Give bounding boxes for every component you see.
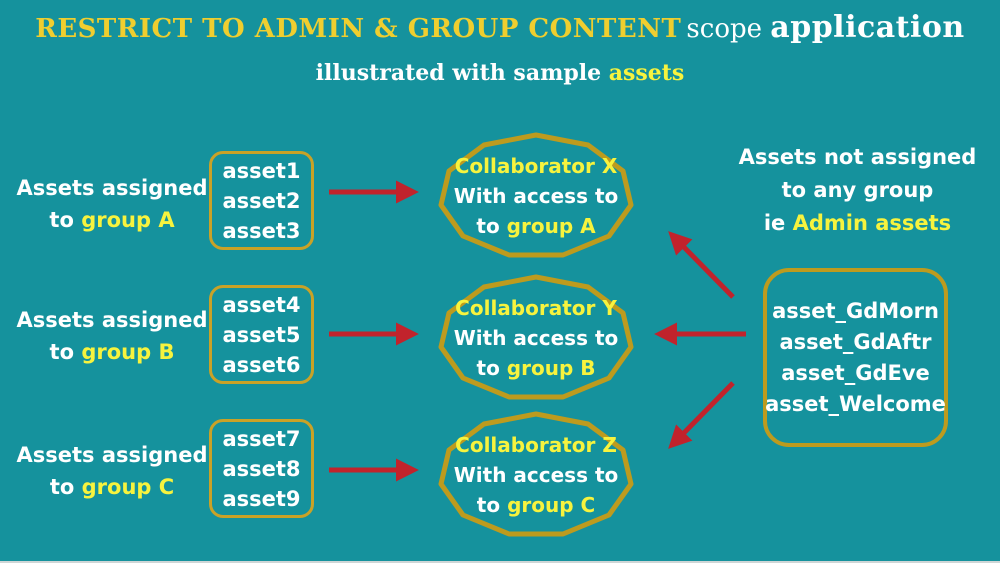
asset-box-group-b: asset4 asset5 asset6 bbox=[209, 285, 314, 384]
group-b-label-line1: Assets assigned bbox=[16, 308, 208, 332]
slide-bottom-edge bbox=[0, 561, 1000, 563]
group-a-name: group A bbox=[81, 208, 175, 232]
asset-item: asset8 bbox=[222, 456, 301, 481]
collaborator-z-title: Collaborator Z bbox=[455, 433, 617, 457]
admin-assets-highlight: Admin assets bbox=[792, 211, 952, 235]
asset-item: asset4 bbox=[222, 292, 301, 317]
asset-item: asset9 bbox=[222, 486, 301, 511]
asset-item: asset_GdEve bbox=[781, 360, 930, 385]
title-scope: scope bbox=[686, 14, 763, 44]
asset-item: asset3 bbox=[222, 218, 301, 243]
arrow-admin-to-collaborator-x bbox=[668, 231, 735, 299]
collaborator-y-text: Collaborator Y With access to to group B bbox=[435, 272, 637, 404]
group-b-name: group B bbox=[81, 340, 175, 364]
group-b-label: Assets assigned to group B bbox=[16, 308, 208, 364]
asset-box-group-a: asset1 asset2 asset3 bbox=[209, 151, 314, 250]
collaborator-y-node: Collaborator Y With access to to group B bbox=[435, 272, 637, 404]
collaborator-z-text: Collaborator Z With access to to group C bbox=[435, 409, 637, 541]
group-a-label: Assets assigned to group A bbox=[16, 176, 208, 232]
collaborator-x-polygon bbox=[438, 132, 634, 258]
asset-box-group-c: asset7 asset8 asset9 bbox=[209, 419, 314, 518]
asset-item: asset6 bbox=[222, 352, 301, 377]
asset-item: asset1 bbox=[222, 158, 301, 183]
asset-item: asset_Welcome bbox=[765, 391, 946, 416]
group-c-name: group C bbox=[81, 475, 175, 499]
asset-item: asset_GdAftr bbox=[779, 329, 932, 354]
collaborator-x-node: Collaborator X With access to to group A bbox=[435, 130, 637, 262]
subtitle-text: illustrated with sample bbox=[315, 60, 609, 86]
title-application: application bbox=[770, 10, 965, 45]
asset-item: asset5 bbox=[222, 322, 301, 347]
collaborator-z-polygon bbox=[438, 411, 634, 537]
asset-item: asset2 bbox=[222, 188, 301, 213]
group-a-label-line1: Assets assigned bbox=[16, 176, 208, 200]
collaborator-y-title: Collaborator Y bbox=[455, 296, 617, 320]
arrow-admin-to-collaborator-z bbox=[668, 381, 735, 449]
subtitle-highlight: assets bbox=[608, 60, 685, 86]
collaborator-x-title: Collaborator X bbox=[454, 154, 618, 178]
admin-assets-box: asset_GdMorn asset_GdAftr asset_GdEve as… bbox=[763, 268, 948, 447]
page-title: RESTRICT TO ADMIN & GROUP CONTENT scope … bbox=[0, 10, 1000, 45]
collaborator-x-text: Collaborator X With access to to group A bbox=[435, 130, 637, 262]
subtitle: illustrated with sample assets bbox=[0, 60, 1000, 86]
asset-item: asset_GdMorn bbox=[772, 298, 939, 323]
collaborator-z-node: Collaborator Z With access to to group C bbox=[435, 409, 637, 541]
admin-assets-note: Assets not assigned to any group ie Admi… bbox=[738, 145, 977, 235]
collaborator-y-polygon bbox=[438, 274, 634, 400]
group-c-label-line1: Assets assigned bbox=[16, 443, 208, 467]
title-highlight: RESTRICT TO ADMIN & GROUP CONTENT bbox=[35, 14, 682, 44]
asset-item: asset7 bbox=[222, 426, 301, 451]
group-c-label: Assets assigned to group C bbox=[16, 443, 208, 499]
